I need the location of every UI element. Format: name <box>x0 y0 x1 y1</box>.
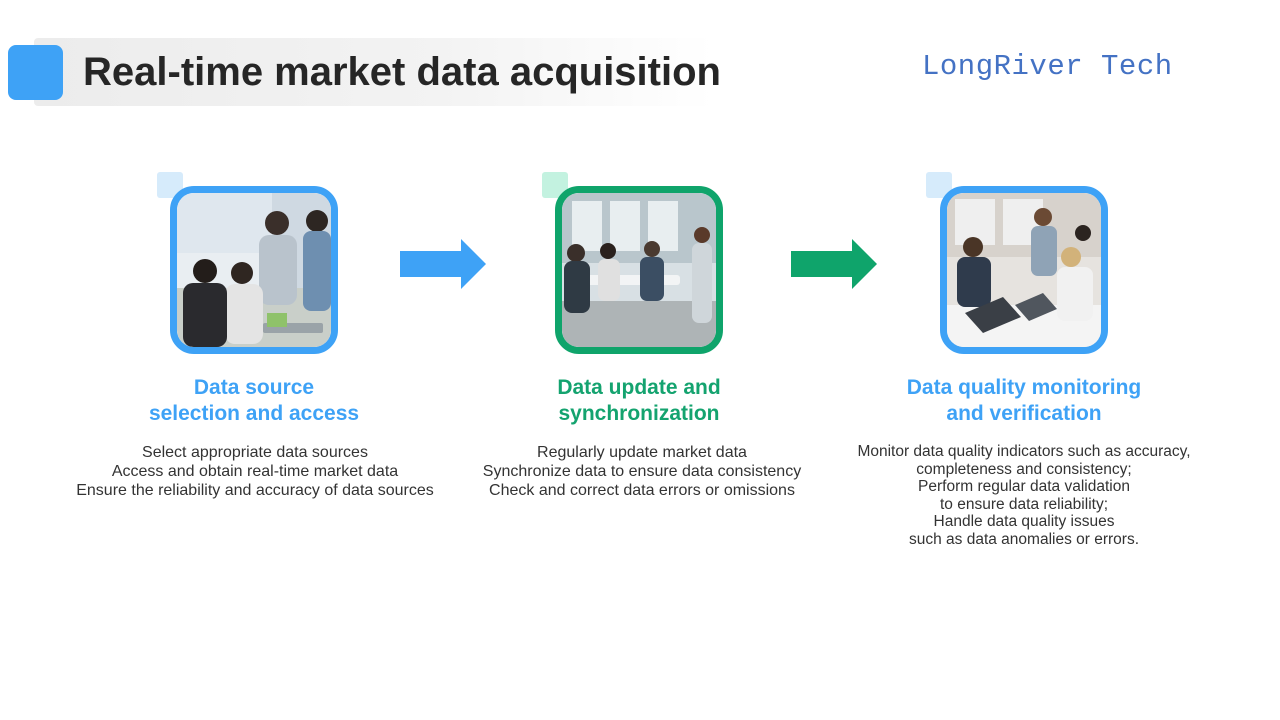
step-1-description-line: Access and obtain real-time market data <box>111 463 399 480</box>
step-1-description-line: Select appropriate data sources <box>142 444 368 461</box>
team-around-laptop-photo <box>177 193 331 347</box>
step-3-description-line: such as data anomalies or errors. <box>908 530 1140 548</box>
title-accent-square <box>8 45 63 100</box>
step-3-description-line: Handle data quality issues <box>933 513 1115 531</box>
step-3-description-line: Monitor data quality indicators such as … <box>857 443 1191 460</box>
step-3-heading-line: and verification <box>946 402 1102 425</box>
step-1-image-frame <box>170 186 338 354</box>
right-arrow-icon <box>400 239 486 289</box>
step-2-description: Regularly update market data Synchronize… <box>442 443 842 500</box>
step-2-image-frame <box>555 186 723 354</box>
right-arrow-icon <box>791 239 877 289</box>
step-3-heading-line: Data quality monitoring <box>906 376 1142 399</box>
step-2-heading: Data update and synchronization <box>459 375 819 427</box>
title-band <box>34 38 714 106</box>
step-1-description: Select appropriate data sources Access a… <box>55 443 455 500</box>
step-2-description-line: Synchronize data to ensure data consiste… <box>482 463 802 480</box>
step-3-image-frame <box>940 186 1108 354</box>
step-1-heading-line: selection and access <box>148 402 360 425</box>
step-2-description-line: Check and correct data errors or omissio… <box>489 482 795 499</box>
step-2-description-line: Regularly update market data <box>537 444 747 461</box>
brand-name: LongRiver Tech <box>922 50 1173 83</box>
step-1-heading-line: Data source <box>193 376 315 399</box>
step-2-heading-line: Data update and <box>557 376 721 399</box>
step-3-description: Monitor data quality indicators such as … <box>824 443 1224 549</box>
business-team-laptops-photo <box>947 193 1101 347</box>
page-title: Real-time market data acquisition <box>83 50 721 94</box>
step-1-description-line: Ensure the reliability and accuracy of d… <box>76 482 434 499</box>
step-3-description-line: to ensure data reliability; <box>939 495 1108 513</box>
step-3-description-line: completeness and consistency; <box>916 460 1132 478</box>
step-1-heading: Data source selection and access <box>74 375 434 427</box>
step-2-heading-line: synchronization <box>558 402 720 425</box>
step-3-heading: Data quality monitoring and verification <box>844 375 1204 427</box>
office-meeting-photo <box>562 193 716 347</box>
step-3-description-line: Perform regular data validation <box>918 478 1130 496</box>
